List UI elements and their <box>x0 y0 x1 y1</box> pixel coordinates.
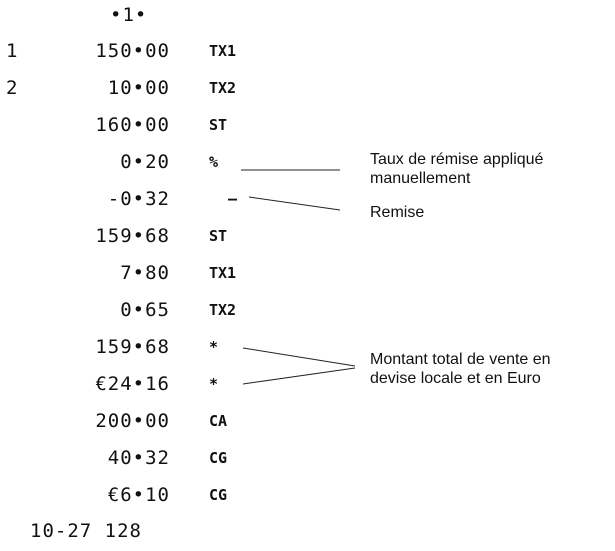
receipt-footer: 10-27 128 <box>30 520 142 542</box>
line-code: ST <box>209 116 228 134</box>
line-amount: -0•32 <box>107 188 170 210</box>
callout-total-line2: devise locale et en Euro <box>370 370 541 387</box>
line-code: – <box>228 190 238 208</box>
line-code: TX1 <box>209 264 237 282</box>
line-code: CG <box>209 449 228 467</box>
callout-discount-rate: Taux de rémise appliqué manuellement <box>370 150 543 188</box>
receipt-header: •1• <box>110 4 148 26</box>
callout-total-line1: Montant total de vente en <box>370 351 551 368</box>
line-amount: €6•10 <box>107 484 170 506</box>
line-code: CA <box>209 412 228 430</box>
leader-discount <box>248 196 341 211</box>
leader-total-euro <box>242 367 356 385</box>
line-amount: 7•80 <box>120 262 170 284</box>
line-amount: 10•00 <box>107 77 170 99</box>
line-code: * <box>209 375 219 393</box>
line-code: TX2 <box>209 301 237 319</box>
callout-discount: Remise <box>370 204 425 221</box>
line-amount: 150•00 <box>95 40 170 62</box>
line-index: 1 <box>6 40 18 62</box>
line-code: % <box>209 153 219 171</box>
line-amount: 0•20 <box>120 151 170 173</box>
line-amount: 200•00 <box>95 410 170 432</box>
line-code: TX2 <box>209 79 237 97</box>
line-index: 2 <box>6 77 18 99</box>
line-amount: 40•32 <box>107 447 170 469</box>
callout-discount-rate-line2: manuellement <box>370 170 471 187</box>
line-amount: 160•00 <box>95 114 170 136</box>
callout-discount-rate-line1: Taux de rémise appliqué <box>370 151 544 168</box>
leader-total-local <box>242 347 356 367</box>
line-code: TX1 <box>209 42 237 60</box>
line-amount: 0•65 <box>120 299 170 321</box>
line-code: ST <box>209 227 228 245</box>
line-code: CG <box>209 486 228 504</box>
line-amount: 159•68 <box>95 336 170 358</box>
line-amount: 159•68 <box>95 225 170 247</box>
line-code: * <box>209 338 219 356</box>
line-amount: €24•16 <box>95 373 170 395</box>
callout-total: Montant total de vente en devise locale … <box>370 350 551 388</box>
